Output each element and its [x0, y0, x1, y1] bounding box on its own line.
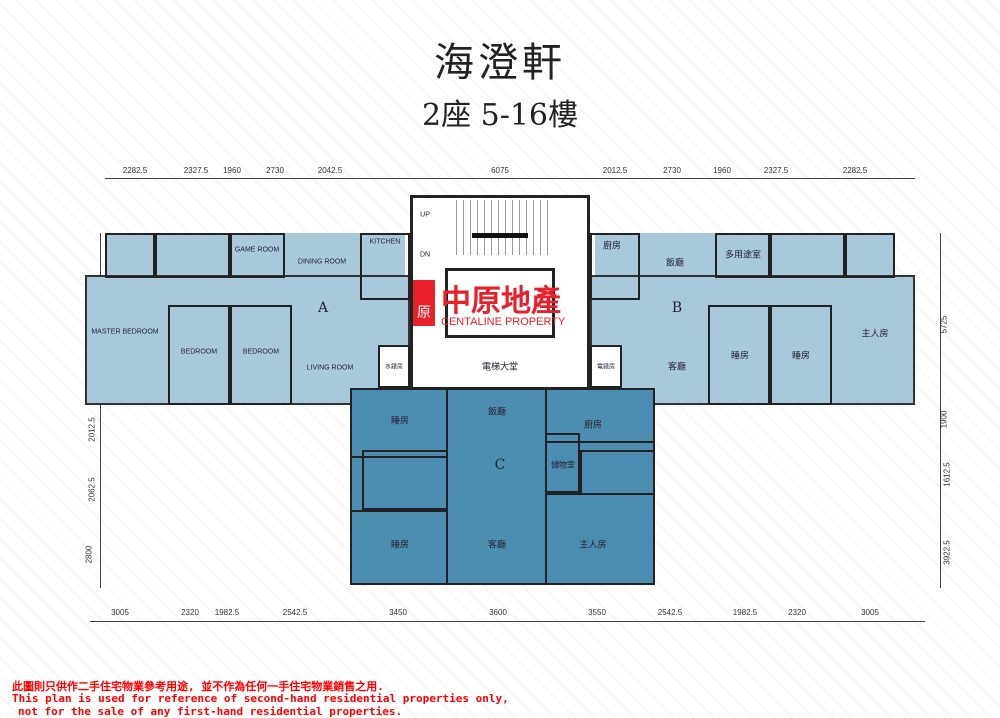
room-bedroom-2: BEDROOM	[242, 348, 280, 356]
room-living: 客廳	[667, 362, 687, 373]
top-dimension-label: 6075	[491, 166, 509, 175]
bottom-dimension-label: 3005	[111, 608, 129, 617]
bottom-dimension-label: 1982.5	[214, 608, 240, 617]
right-dimension-label: 1612.5	[942, 462, 952, 487]
room-game: GAME ROOM	[234, 246, 280, 254]
room-kitchen: KITCHEN	[369, 238, 401, 246]
top-dimension-label: 1960	[713, 166, 731, 175]
room-dining: DINING ROOM	[297, 258, 347, 266]
room-bedroom-1: BEDROOM	[180, 348, 218, 356]
top-dimension-label: 2282.5	[842, 166, 868, 175]
room-master-bedroom: MASTER BEDROOM	[91, 328, 159, 336]
disclaimer-en-2: not for the sale of any first-hand resid…	[18, 705, 403, 718]
lift-shafts	[445, 268, 555, 338]
water-meter-room: 水錶房	[384, 363, 404, 371]
unit-b-label: B	[671, 300, 683, 316]
room-bedroom-2: 睡房	[791, 351, 811, 362]
bottom-dimension-label: 3600	[489, 608, 507, 617]
right-dimension-label: 5725	[939, 315, 949, 334]
top-dimension-label: 2730	[663, 166, 681, 175]
right-dimension-line	[940, 233, 941, 588]
room-living: LIVING ROOM	[306, 364, 354, 372]
bottom-dimension-label: 2542.5	[657, 608, 683, 617]
top-dimension-label: 2327.5	[183, 166, 209, 175]
top-dimension-line	[105, 178, 915, 179]
disclaimer-en-1: This plan is used for reference of secon…	[12, 692, 509, 705]
bottom-dimension-label: 2542.5	[282, 608, 308, 617]
bottom-dimension-label: 2320	[788, 608, 806, 617]
centaline-logo: 原 中原地產 CENTALINE PROPERTY	[413, 280, 589, 332]
room-bedroom-1: 睡房	[730, 351, 750, 362]
top-dimension-label: 2730	[266, 166, 284, 175]
bottom-dimension-label: 2320	[181, 608, 199, 617]
bottom-dimension-label: 3005	[861, 608, 879, 617]
right-dimension-label: 1900	[939, 410, 949, 429]
room-bedroom-2: 睡房	[390, 540, 410, 551]
bottom-dimension-label: 3550	[588, 608, 606, 617]
top-dimension-label: 2042.5	[317, 166, 343, 175]
right-dimension-label: 3922.5	[942, 540, 952, 565]
room-bedroom-1: 睡房	[390, 416, 410, 427]
left-dimension-label: 2062.5	[87, 477, 97, 502]
room-living: 客廳	[487, 540, 507, 551]
room-master: 主人房	[861, 329, 889, 340]
room-dining: 飯廳	[665, 258, 685, 269]
room-kitchen: 廚房	[583, 420, 603, 431]
room-dining: 飯廳	[487, 407, 507, 418]
top-dimension-label: 1960	[223, 166, 241, 175]
room-master: 主人房	[579, 540, 607, 551]
logo-en: CENTALINE PROPERTY	[441, 316, 566, 328]
estate-title: 海澄軒	[434, 40, 566, 86]
staircase	[450, 200, 550, 255]
logo-mark: 原	[413, 280, 435, 326]
room-kitchen: 廚房	[602, 241, 622, 252]
lift-lobby: 電梯大堂	[481, 362, 519, 373]
left-dimension-label: 2800	[84, 545, 94, 564]
left-dimension-label: 2012.5	[87, 417, 97, 442]
top-dimension-label: 2282.5	[122, 166, 148, 175]
block-floor-subtitle: 2座 5-16樓	[421, 98, 579, 133]
bottom-dimension-label: 3450	[389, 608, 407, 617]
room-store: 儲物室	[551, 460, 575, 470]
room-utility: 多用途室	[724, 250, 762, 261]
stair-down-label: DN	[419, 251, 431, 259]
disclaimer-cn: 此圖則只供作二手住宅物業參考用途, 並不作為任何一手住宅物業銷售之用.	[12, 680, 384, 693]
bottom-dimension-label: 1982.5	[732, 608, 758, 617]
logo-cn: 中原地產	[441, 284, 561, 319]
left-dimension-line	[100, 233, 101, 588]
stair-up-label: UP	[420, 211, 430, 219]
unit-c-label: C	[494, 457, 506, 473]
top-dimension-label: 2012.5	[602, 166, 628, 175]
bottom-dimension-line	[90, 621, 925, 622]
unit-a-label: A	[317, 300, 329, 316]
top-dimension-label: 2327.5	[763, 166, 789, 175]
electric-meter-room: 電錶房	[596, 363, 616, 371]
